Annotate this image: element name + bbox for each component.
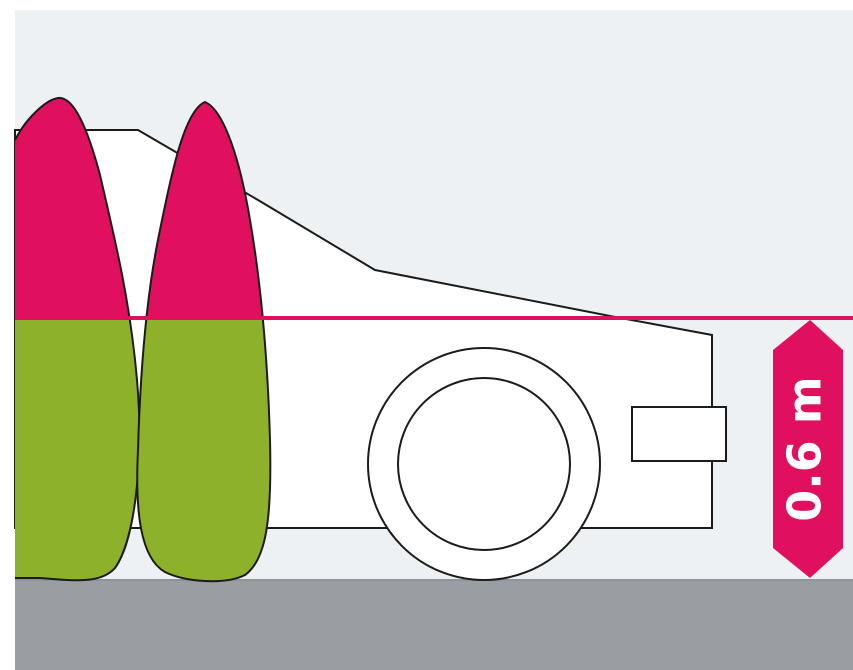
car-wheel-rim: [397, 377, 571, 551]
bush-left-above-height: [15, 97, 130, 318]
bush-right-outline: [136, 100, 272, 583]
bush-left: [14, 96, 141, 582]
height-marker: [773, 320, 843, 578]
bush-right: [136, 100, 272, 583]
bush-right-below-height: [137, 318, 271, 582]
bush-left-below-height: [15, 318, 140, 581]
bush-right-above-height: [146, 102, 263, 318]
ground: [15, 580, 853, 670]
height-label: 0.6 m: [778, 376, 832, 521]
car-headlight: [631, 406, 727, 462]
